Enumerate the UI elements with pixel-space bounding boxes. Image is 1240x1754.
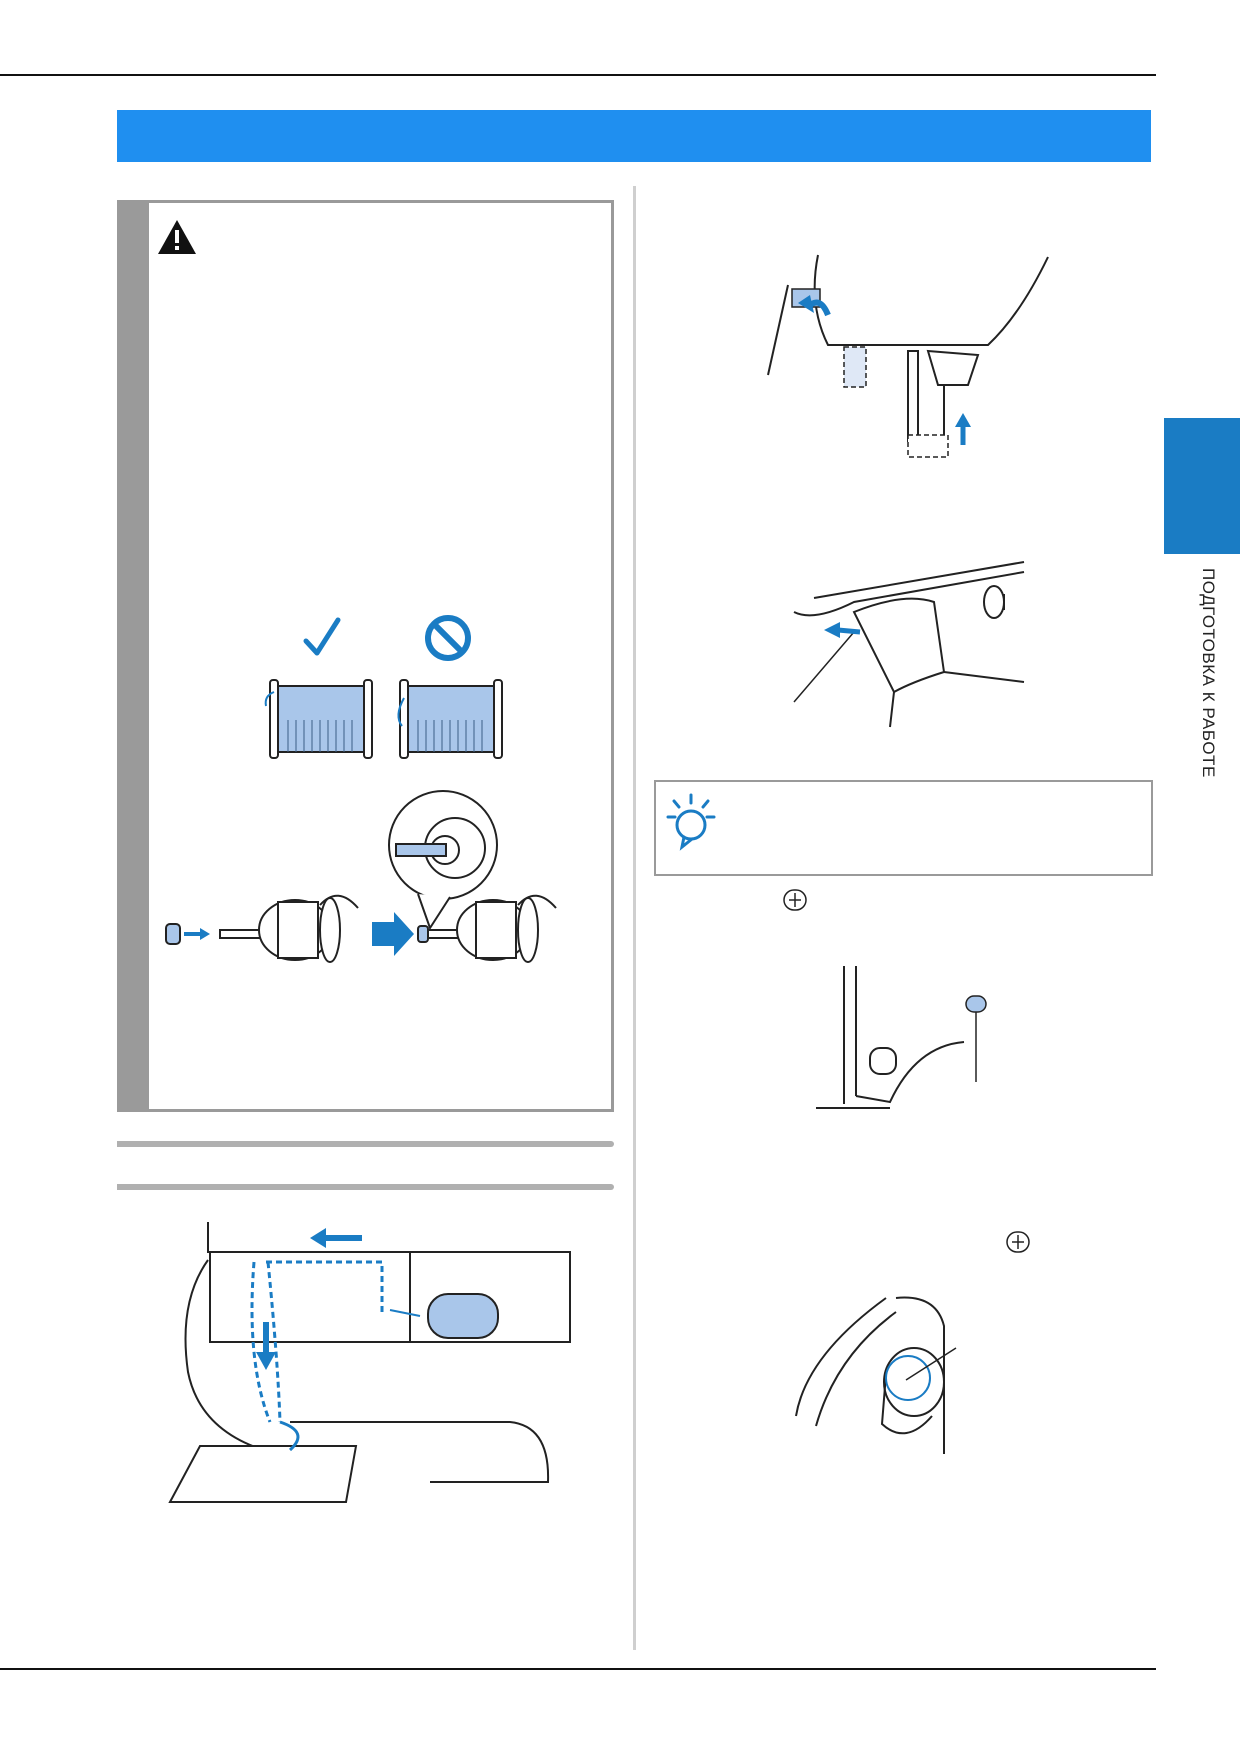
needle-position-button-icon [1006,1231,1030,1253]
upper-threading-illustration [168,1222,571,1503]
checkmark-icon [303,617,341,657]
spool-cap-illustration [165,790,557,963]
presser-foot-lever-illustration [767,254,1049,458]
top-rule [0,74,1156,76]
spool-comparison-illustration [264,679,503,759]
subsection-bar [117,1184,614,1190]
bottom-rule [0,1668,1156,1670]
subsection-bar [117,1141,614,1147]
note-box [654,780,1153,876]
column-divider [633,186,636,1650]
lightbulb-tip-icon [666,793,716,851]
needle-position-button-icon [783,889,807,911]
spool-incorrect [397,679,503,759]
needle-position-panel-illustration [816,966,987,1109]
thread-guide-illustration [793,561,1025,728]
warning-triangle-icon [156,218,198,256]
prohibited-icon [423,613,473,663]
chapter-side-label: ПОДГОТОВКА К РАБОТЕ [1199,568,1218,778]
section-title-band [117,110,1151,162]
chapter-side-tab [1164,418,1240,554]
handwheel-illustration [795,1296,957,1454]
spool-correct [264,679,373,759]
warning-box-stripe [117,200,149,1112]
